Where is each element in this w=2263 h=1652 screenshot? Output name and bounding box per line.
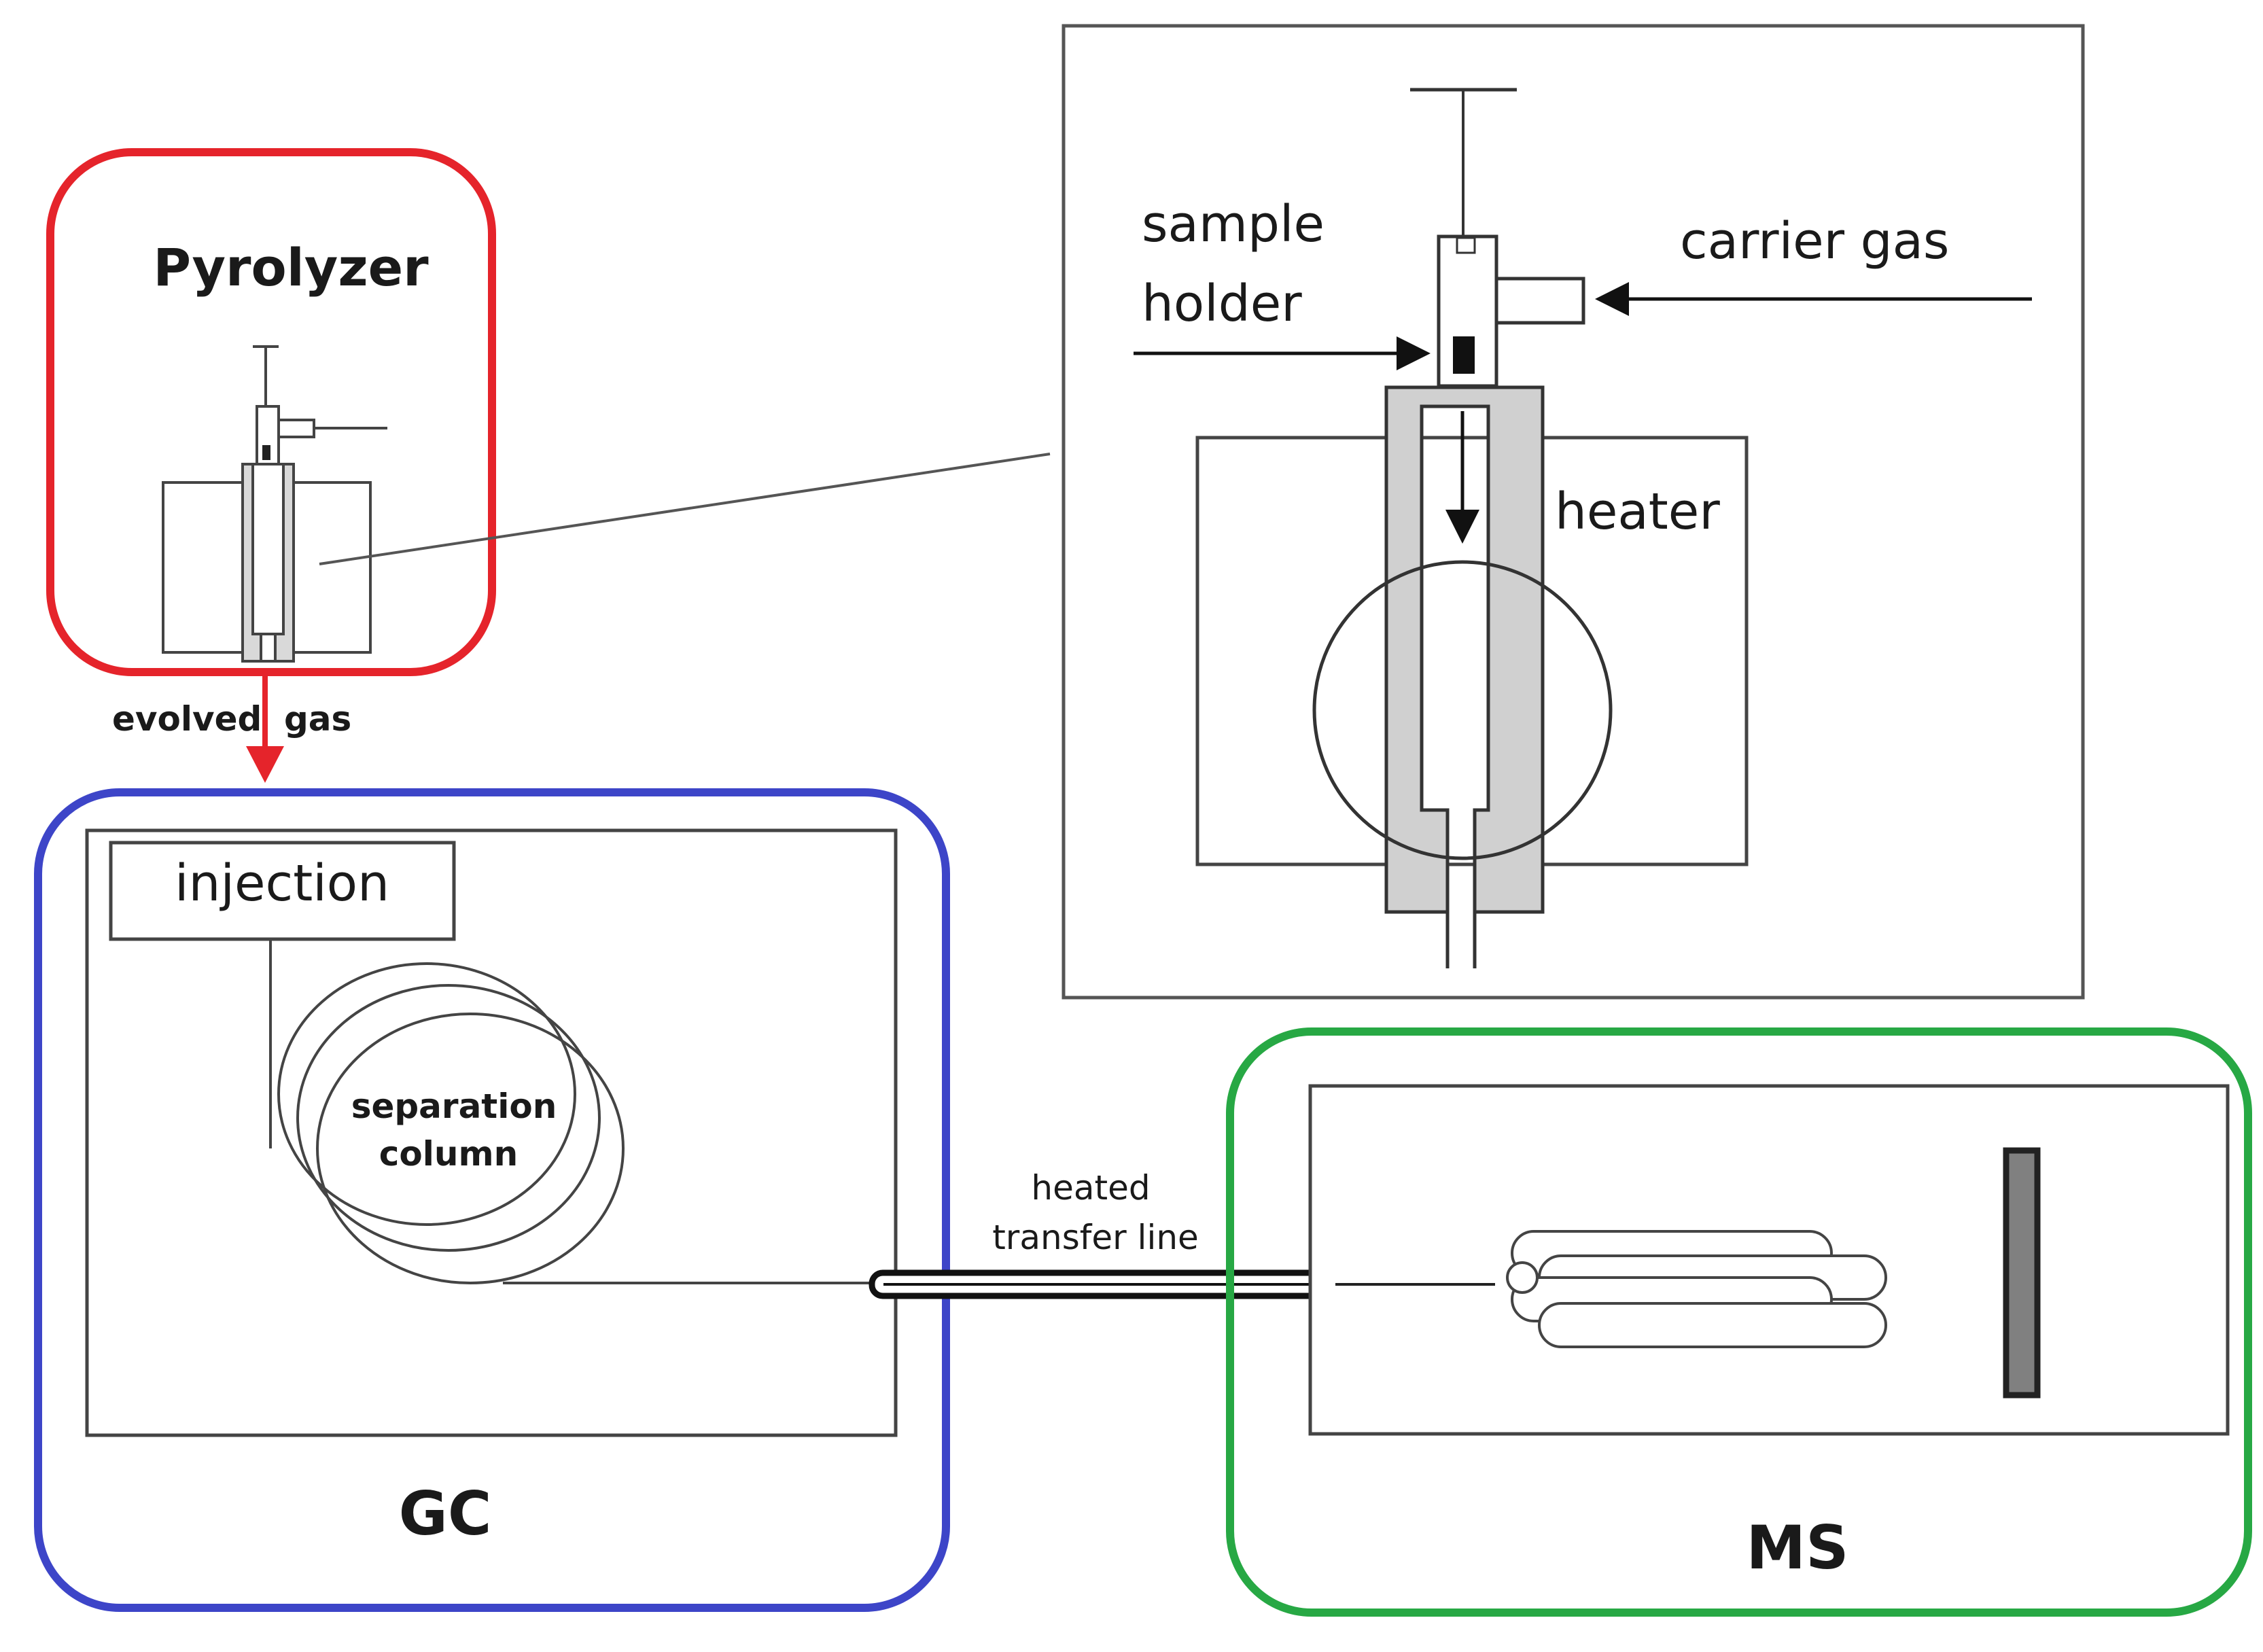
holder-cap [1456,236,1476,254]
carrier-gas-label: carrier gas [1680,212,1950,270]
heater-block [1195,436,1749,866]
column-label-1: separation [351,1087,557,1126]
zoom-circle [1312,560,1613,860]
separation-column-coils [277,962,625,1284]
carrier-gas-inlet [1494,277,1585,325]
evolved-gas-flow: evolved gas [112,672,351,783]
ms-detector [2003,1147,2041,1399]
pyrolyzer-title: Pyrolyzer [153,237,429,298]
transfer-line-label-2: transfer line [992,1218,1199,1257]
quadrupole-mass-filter [1506,1230,1887,1348]
heated-transfer-line: heated transfer line [869,1168,1351,1299]
sample-piece [1453,336,1475,374]
pyrolyzer-group: Pyrolyzer [46,148,1051,676]
injection-port [109,841,456,941]
gc-title: GC [399,1479,492,1549]
ms-frame [1226,1027,2252,1617]
zoom-connector-line [319,453,1051,565]
sample-holder-label-1: sample [1142,195,1325,253]
gc-frame [34,788,950,1612]
evolved-gas-label-2: gas [284,699,351,739]
heater-label: heater [1555,482,1720,541]
mini-pyrolyzer-drawing [162,345,387,663]
sample-holder-label-2: holder [1142,275,1302,333]
column-label-2: column [379,1134,518,1174]
ms-title: MS [1747,1513,1849,1583]
pyrolyzer-frame [46,148,496,676]
transfer-line-label-1: heated [1031,1168,1150,1208]
pyrolyzer-detail-view: sample holder carrier gas heater [1062,24,2085,1000]
ms-group: MS [1226,1027,2252,1617]
injection-label: injection [175,854,389,913]
evolved-gas-label-1: evolved [112,699,262,739]
gc-group: injection separation column GC [34,788,950,1612]
evolved-gas-arrow-head [246,746,284,783]
